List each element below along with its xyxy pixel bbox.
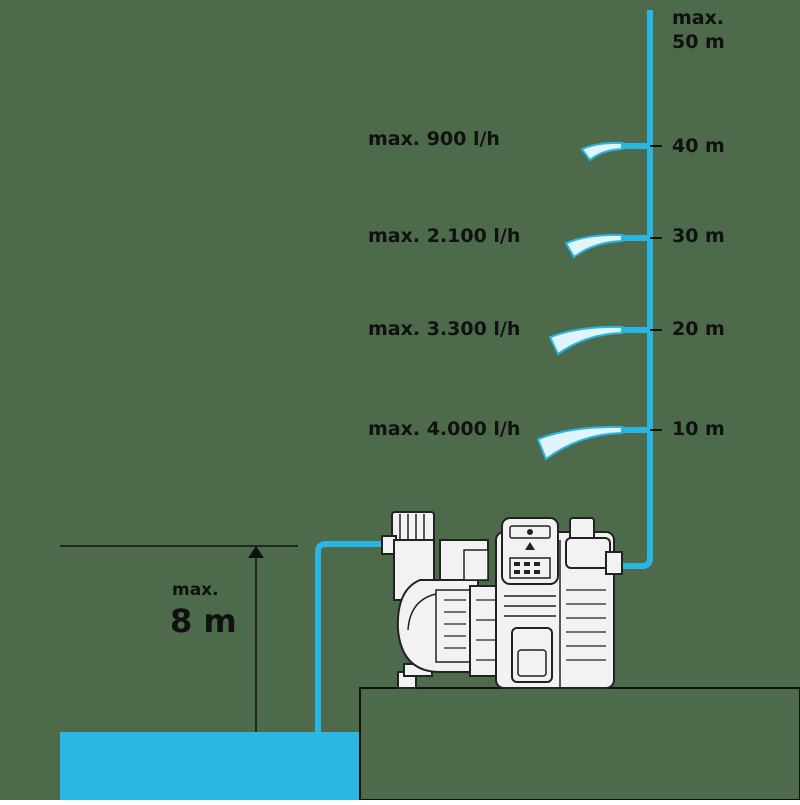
level-flow-30: max. 2.100 l/h <box>368 225 521 247</box>
suction-pipe <box>315 541 392 732</box>
up-arrow-icon <box>248 546 264 732</box>
level-height-20: 20 m <box>672 318 725 340</box>
pipe-max-label: max. 50 m <box>672 6 725 54</box>
spray-40-m <box>580 141 662 162</box>
garden-pump-icon <box>381 511 623 689</box>
spray-20-m <box>548 325 662 356</box>
suction-depth-value: 8 m <box>170 602 237 640</box>
spray-10-m <box>536 425 662 461</box>
level-flow-10: max. 4.000 l/h <box>368 418 521 440</box>
level-flow-40: max. 900 l/h <box>368 128 500 150</box>
pipe-max-prefix: max. <box>672 7 725 29</box>
riser-pipe <box>610 10 653 569</box>
level-height-30: 30 m <box>672 225 725 247</box>
levels-layer <box>536 141 662 461</box>
spray-30-m <box>564 233 662 259</box>
water-body-icon <box>60 732 360 800</box>
pipe-max-value: 50 m <box>672 31 725 53</box>
level-height-10: 10 m <box>672 418 725 440</box>
level-height-40: 40 m <box>672 135 725 157</box>
suction-depth-prefix: max. <box>172 580 219 600</box>
ground-block <box>359 687 800 801</box>
level-flow-20: max. 3.300 l/h <box>368 318 521 340</box>
